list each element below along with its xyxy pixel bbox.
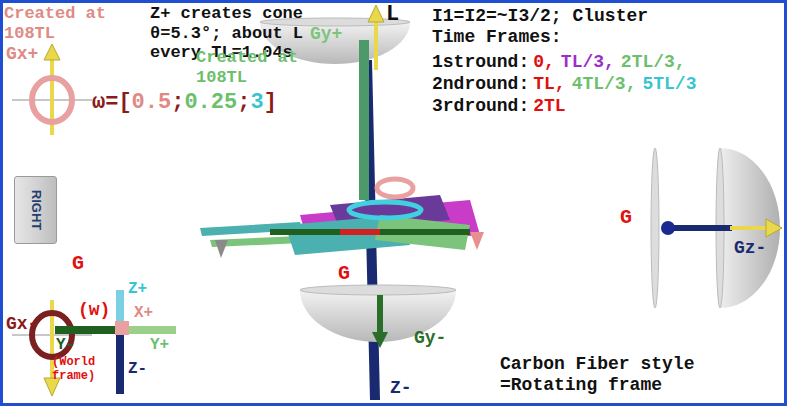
l-arrow [374, 20, 378, 70]
cone-tip [470, 232, 484, 250]
diagram-label: 2ndround: [432, 74, 529, 95]
gz-arrow [730, 226, 768, 230]
diagram-label: TL/3, [561, 52, 615, 73]
diagram-label: Z- [128, 360, 147, 378]
diagram-label: 3rdround: [432, 96, 529, 117]
diagram-label: ; [171, 90, 184, 115]
diagram-label: Z- [390, 378, 412, 399]
gy-minus-arrow [377, 295, 383, 335]
diagram-label: ; [237, 90, 250, 115]
gz-arrowhead [766, 219, 782, 237]
bottom-disc [300, 285, 456, 295]
cone-tip [215, 240, 228, 258]
world-y-minus [55, 326, 116, 334]
world-z-plus [116, 290, 124, 322]
diagram-label: 0, [533, 52, 555, 73]
diagram-label: Carbon Fiber style =Rotating frame [500, 354, 715, 395]
omega-torus [349, 202, 421, 218]
gx-plus-ring [32, 78, 72, 122]
diagram-label: Z+ [128, 280, 147, 298]
gz-disc [651, 148, 659, 308]
button-label: RIGHT [28, 190, 43, 230]
diagram-label: ] [264, 90, 277, 115]
view-button: RIGHT [14, 176, 57, 244]
diagram-label: G [338, 262, 350, 285]
diagram-label: (w) [78, 300, 110, 321]
diagram-label: 0.25 [184, 90, 237, 115]
diagram-label: 5TL/3 [642, 74, 696, 95]
diagram-label: Gz- [734, 238, 766, 259]
diagram-label: G [620, 206, 632, 229]
world-y-plus [128, 326, 176, 334]
gx-plus-arrowhead [44, 44, 60, 60]
gy-axis [359, 40, 369, 200]
diagram-label: Y+ [150, 336, 169, 354]
y-axis [270, 229, 470, 235]
diagram-label: Created at 108TL [4, 4, 119, 43]
diagram-label: 2TL/3, [621, 52, 686, 73]
diagram-label: 2TL [533, 96, 565, 117]
diagram-label: Created at 108TL [196, 48, 311, 87]
diagram-label: (World frame) [52, 356, 114, 384]
gy-minus-arrowhead [372, 332, 388, 348]
diagram-label: 4TL/3, [572, 74, 637, 95]
diagram-label: Y- [56, 336, 75, 354]
gz-dot [661, 221, 675, 235]
diagram-label: Gy+ [310, 24, 342, 45]
diagram-label: Gx- [6, 314, 38, 335]
l-arrowhead [368, 5, 384, 22]
diagram-label: 3 [250, 90, 263, 115]
diagram-label: Gy- [414, 328, 446, 349]
diagram-label: 0.5 [132, 90, 172, 115]
diagram-label: Gx+ [6, 44, 38, 65]
diagram-label: I1=I2=~I3/2; Cluster Time Frames: [432, 6, 682, 47]
diagram-label: G [72, 252, 84, 275]
diagram-label: ω=[ [92, 90, 132, 115]
diagram-label: X+ [134, 304, 153, 322]
diagram-label: L [386, 2, 399, 27]
world-x-plus [115, 321, 129, 335]
diagram-label: 1stround: [432, 52, 529, 73]
gz-axis [668, 225, 732, 231]
gx-torus [377, 179, 413, 197]
diagram-label: TL, [533, 74, 565, 95]
world-z-minus [116, 334, 124, 394]
x-axis [340, 229, 380, 235]
